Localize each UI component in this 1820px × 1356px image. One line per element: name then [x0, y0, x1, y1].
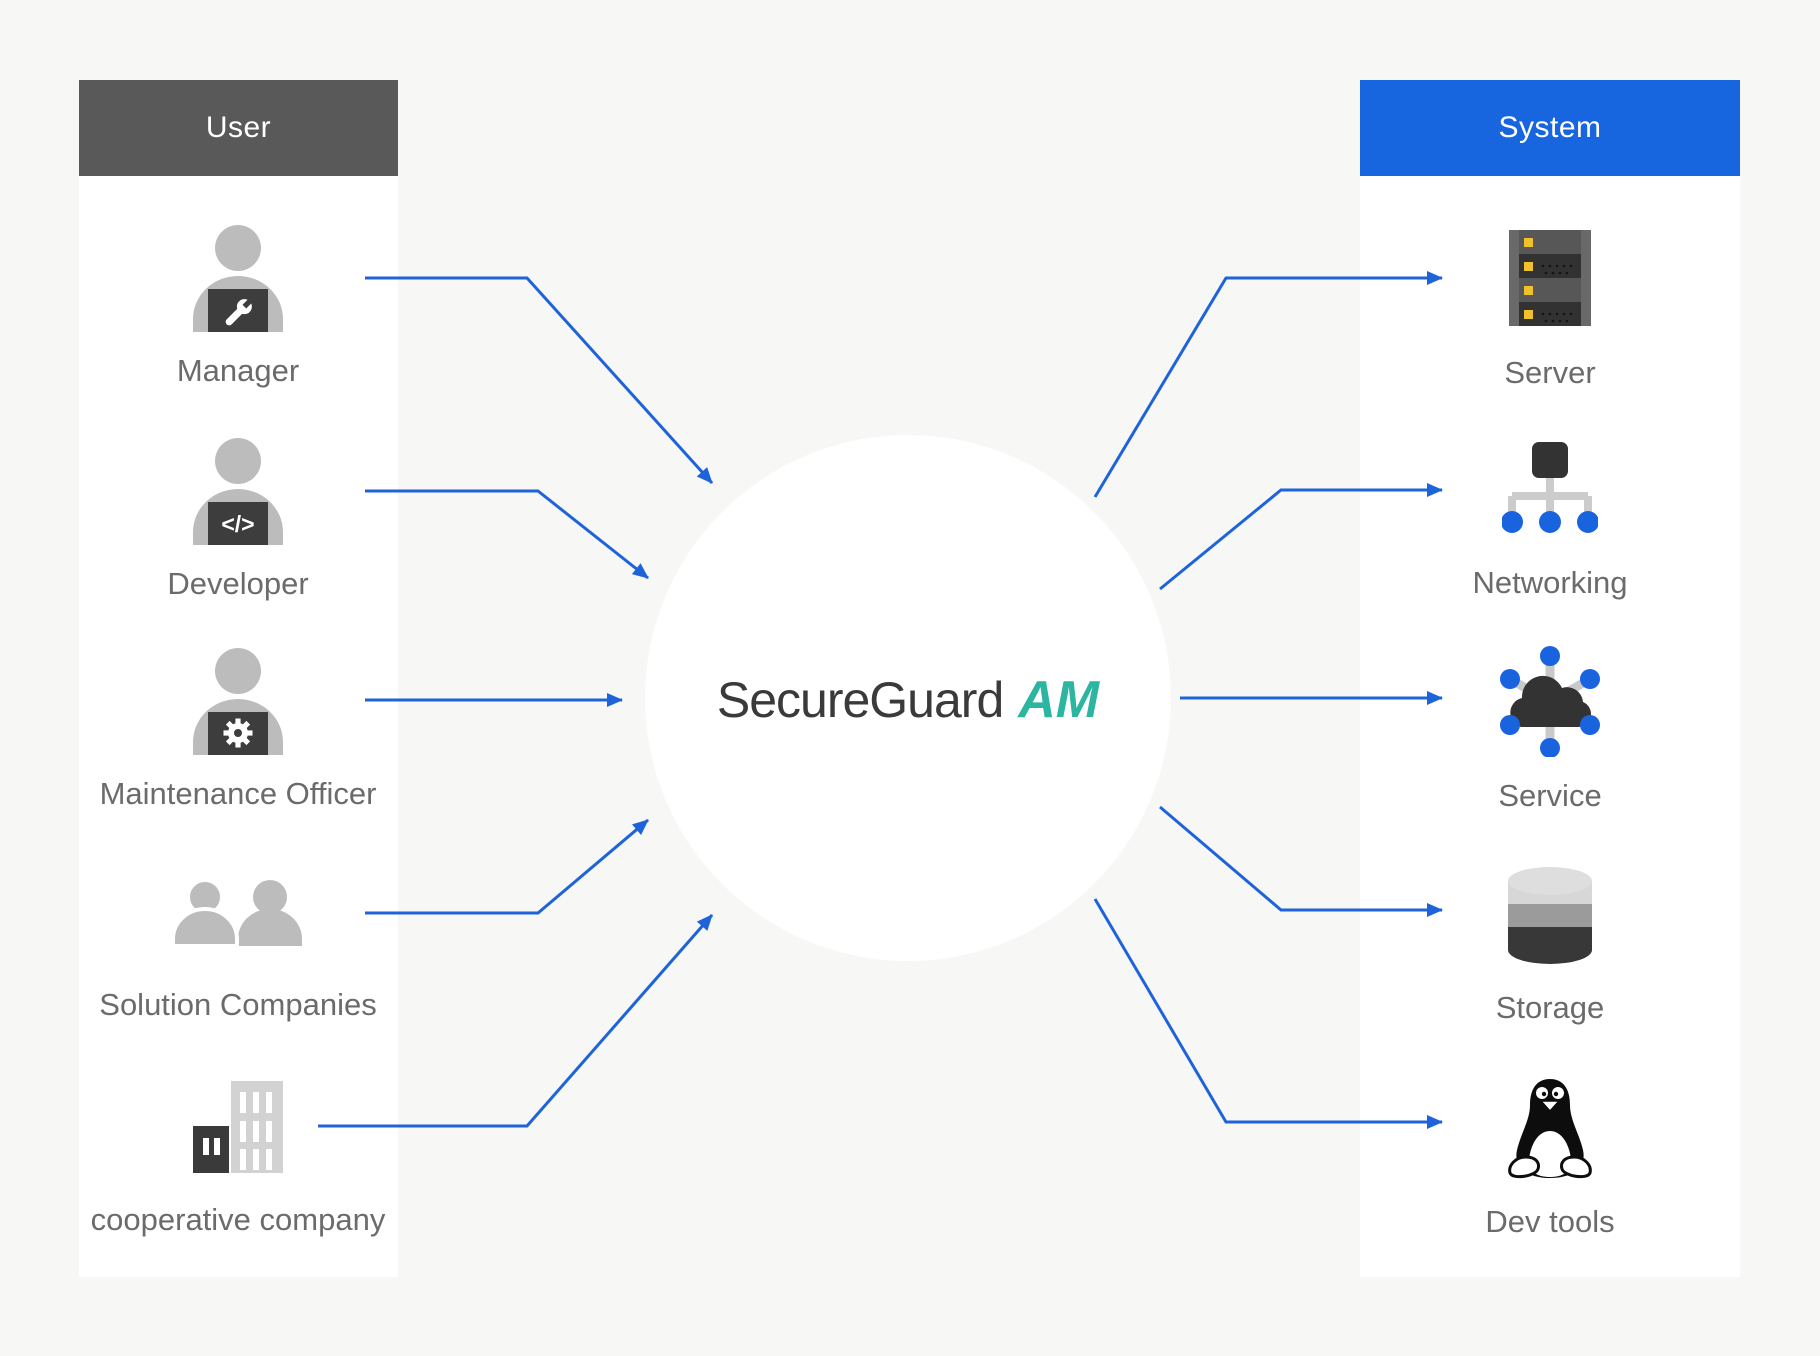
system-item-dev-tools: Dev tools — [1400, 1073, 1700, 1239]
user-item-label: cooperative company — [90, 1202, 386, 1237]
user-item-label: Solution Companies — [99, 987, 377, 1022]
system-item-label: Server — [1504, 355, 1596, 390]
server-rack-icon — [1509, 230, 1591, 326]
user-item-label: Maintenance Officer — [99, 776, 377, 811]
user-panel-title: User — [205, 111, 272, 144]
system-item-storage: Storage — [1400, 866, 1700, 1025]
user-item-label: Manager — [176, 353, 300, 388]
user-item-solution-companies: Solution Companies — [88, 880, 388, 1022]
network-tree-icon — [1502, 442, 1598, 533]
buildings-icon — [193, 1081, 283, 1173]
arrow-solution-to-center — [365, 818, 649, 915]
people-group-icon — [171, 880, 302, 946]
system-item-label: Storage — [1495, 990, 1605, 1025]
system-panel-title: System — [1498, 111, 1602, 144]
user-item-cooperative-company: cooperative company — [88, 1081, 388, 1237]
user-panel-header: User — [79, 80, 398, 176]
arrow-manager-to-center — [365, 276, 714, 485]
arrow-developer-to-center — [365, 489, 649, 580]
system-item-service: Service — [1400, 645, 1700, 813]
brand-suffix: AM — [1018, 671, 1100, 729]
system-item-label: Networking — [1472, 565, 1628, 600]
center-logo: SecureGuard AM — [608, 668, 1208, 732]
linux-penguin-icon — [1508, 1079, 1592, 1179]
person-laptop-gear-icon — [193, 648, 283, 755]
person-laptop-code-icon: </> — [193, 438, 283, 545]
user-item-manager: Manager — [88, 225, 388, 388]
system-item-label: Dev tools — [1485, 1204, 1615, 1239]
system-item-server: Server — [1400, 230, 1700, 390]
user-item-developer: </> Developer — [88, 438, 388, 601]
svg-text:</>: </> — [221, 511, 254, 537]
user-item-maintenance-officer: Maintenance Officer — [88, 648, 388, 811]
brand-name: SecureGuard — [716, 672, 1004, 728]
system-panel-header: System — [1360, 80, 1740, 176]
system-item-label: Service — [1498, 778, 1602, 813]
system-item-networking: Networking — [1400, 442, 1700, 600]
database-cylinder-icon — [1508, 867, 1592, 964]
person-laptop-wrench-icon — [193, 225, 283, 332]
cloud-nodes-icon — [1500, 646, 1600, 757]
user-item-label: Developer — [167, 566, 309, 601]
